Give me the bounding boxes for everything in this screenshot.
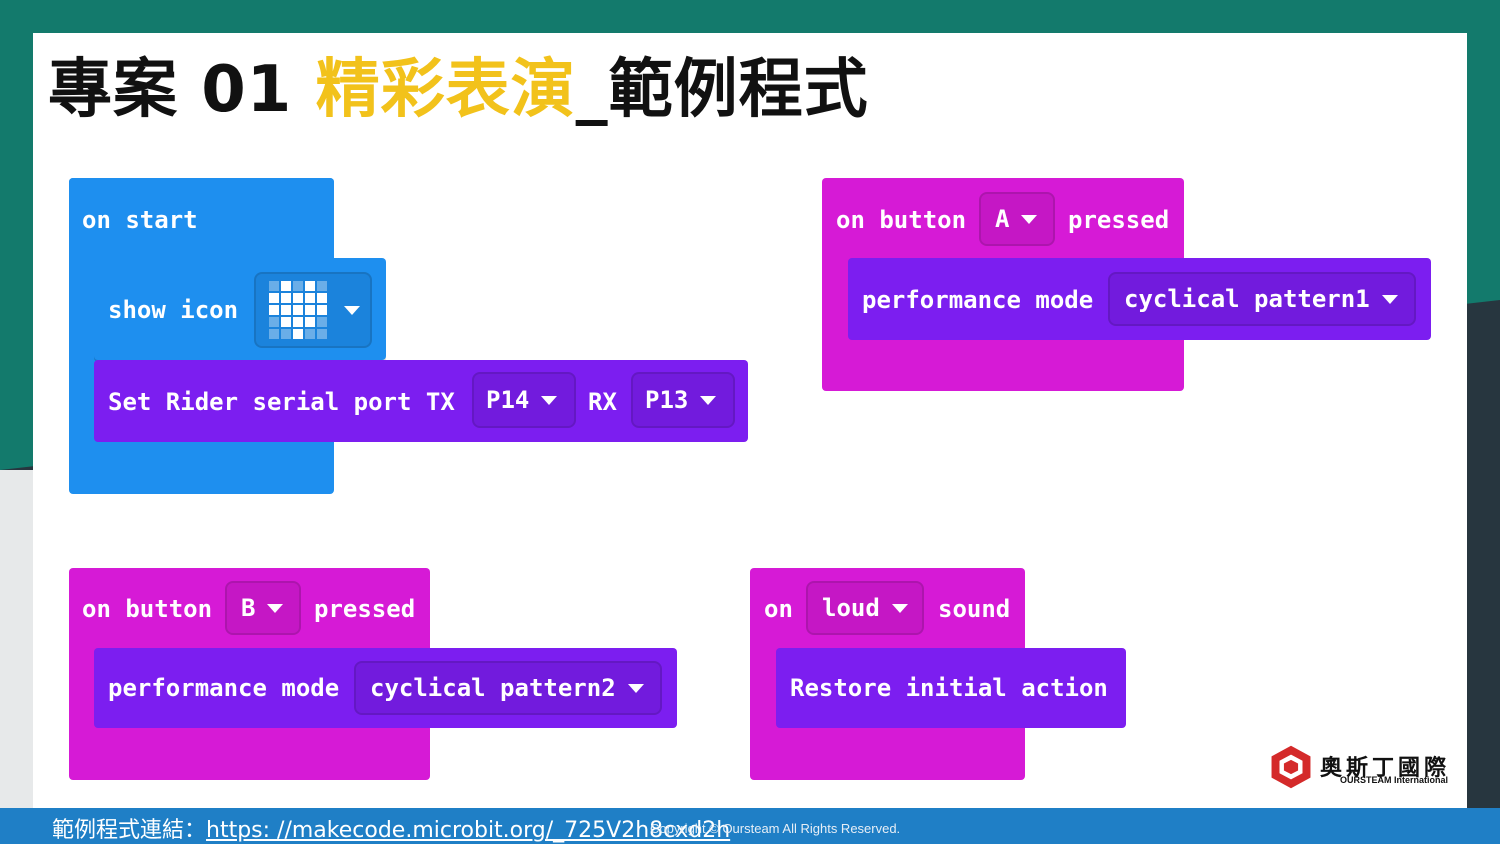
copyright-text: Copyright © Oursteam All Rights Reserved…	[650, 821, 901, 836]
show-icon-label: show icon	[108, 296, 239, 324]
performance-mode-a-block[interactable]: performance mode cyclical pattern1	[848, 258, 1431, 340]
chevron-down-icon	[267, 603, 284, 613]
footer-bar	[0, 808, 1500, 844]
button-a-pressed-label: pressed	[1068, 206, 1170, 234]
slide-title: 專案 01 精彩表演_範例程式	[48, 52, 869, 128]
rx-label: RX	[588, 388, 617, 416]
restore-label: Restore initial action	[790, 674, 1108, 702]
rx-pin-dropdown[interactable]: P13	[631, 372, 735, 428]
on-button-a-label: on button	[836, 206, 967, 234]
pattern-b-dropdown[interactable]: cyclical pattern2	[354, 661, 662, 715]
button-b-value: B	[241, 594, 256, 622]
heart-icon	[269, 281, 327, 339]
button-a-value: A	[995, 205, 1010, 233]
oursteam-logo-icon	[1271, 745, 1311, 789]
chevron-down-icon	[891, 603, 908, 613]
footer-link-line: 範例程式連結：https: //makecode.microbit.org/_7…	[52, 812, 730, 844]
performance-mode-b-block[interactable]: performance mode cyclical pattern2	[94, 648, 677, 728]
tx-pin-dropdown[interactable]: P14	[472, 372, 576, 428]
show-icon-block[interactable]: show icon	[94, 258, 386, 360]
icon-picker-dropdown[interactable]	[254, 272, 372, 348]
chevron-down-icon	[541, 395, 558, 405]
tx-pin-value: P14	[486, 386, 530, 414]
chevron-down-icon	[344, 305, 360, 315]
makecode-link[interactable]: https: //makecode.microbit.org/_725V2h8c…	[206, 818, 731, 843]
sound-level-value: loud	[822, 594, 880, 622]
chevron-down-icon	[1381, 294, 1398, 304]
chevron-down-icon	[700, 395, 717, 405]
sound-label: sound	[938, 595, 1011, 623]
performance-mode-b-label: performance mode	[108, 674, 340, 702]
set-rider-serial-block[interactable]: Set Rider serial port TX P14 RX P13	[94, 360, 748, 442]
title-part1: 專案 01	[48, 53, 316, 127]
button-b-pressed-label: pressed	[314, 595, 416, 623]
pattern-a-dropdown[interactable]: cyclical pattern1	[1108, 272, 1416, 326]
button-b-dropdown[interactable]: B	[225, 581, 301, 635]
rx-pin-value: P13	[645, 386, 689, 414]
sound-level-dropdown[interactable]: loud	[806, 581, 924, 635]
on-button-b-label: on button	[82, 595, 213, 623]
title-highlight: 精彩表演	[315, 53, 576, 127]
chevron-down-icon	[1021, 214, 1038, 224]
performance-mode-a-label: performance mode	[862, 286, 1094, 314]
restore-initial-action-block[interactable]: Restore initial action	[776, 648, 1126, 728]
logo-subtitle: OURSTEAM International	[1340, 775, 1449, 785]
on-start-label: on start	[82, 206, 198, 234]
footer-prefix: 範例程式連結：	[52, 818, 207, 843]
pattern-b-value: cyclical pattern2	[370, 674, 616, 702]
on-start-header-ext	[69, 178, 334, 262]
chevron-down-icon	[627, 683, 644, 693]
set-rider-label: Set Rider serial port TX	[108, 388, 455, 416]
title-part2: _範例程式	[575, 53, 869, 127]
pattern-a-value: cyclical pattern1	[1124, 285, 1370, 313]
logo-name: 奧斯丁國際	[1320, 756, 1451, 781]
button-a-dropdown[interactable]: A	[979, 192, 1055, 246]
on-sound-label: on	[764, 595, 793, 623]
